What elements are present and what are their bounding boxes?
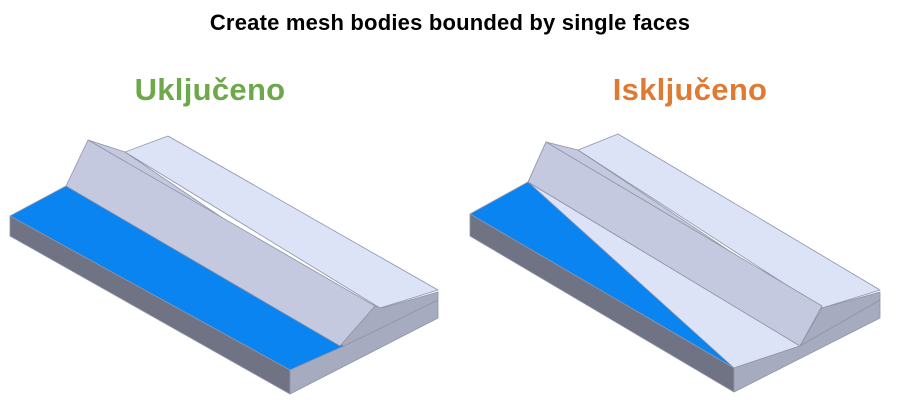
label-iskljuceno: Isključeno: [612, 72, 768, 107]
right-end-side: [733, 299, 881, 393]
left-slope-near: [65, 139, 376, 347]
page-title: Create mesh bodies bounded by single fac…: [209, 10, 691, 35]
right-mesh-model: [469, 133, 881, 393]
right-ridge-top: [577, 133, 881, 309]
right-slope-near: [527, 141, 823, 347]
left-ridge-top: [124, 135, 439, 309]
label-ukljuceno: Uključeno: [134, 72, 286, 107]
left-mesh-model: [9, 135, 439, 395]
left-end-side: [289, 299, 439, 395]
